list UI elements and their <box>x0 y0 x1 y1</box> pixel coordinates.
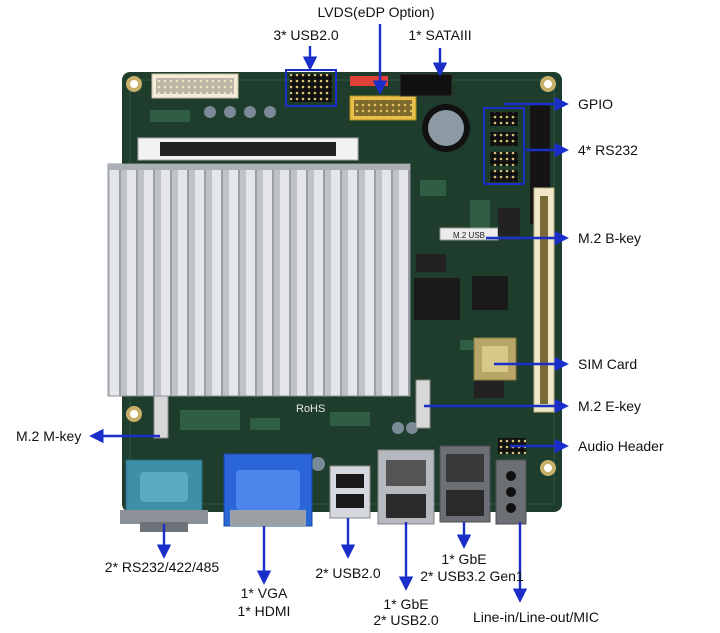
label-audio-jack: Line-in/Line-out/MIC <box>472 609 600 625</box>
callout-arrows <box>89 24 569 603</box>
label-usb-header: 3* USB2.0 <box>273 27 339 43</box>
lan-usb-stack-1 <box>377 449 435 525</box>
label-m2-bkey: M.2 B-key <box>578 230 642 246</box>
label-m2-mkey: M.2 M-key <box>16 428 82 444</box>
heatsink <box>107 163 411 397</box>
serial-port <box>120 459 208 532</box>
label-sata: 1* SATAIII <box>408 27 472 43</box>
lvds-connector <box>349 76 417 121</box>
memory-slot <box>137 137 359 161</box>
label-hdmi: 1* HDMI <box>237 603 291 619</box>
m2-bkey-slot: M.2 USB <box>439 208 520 241</box>
pcie-slot <box>533 187 555 413</box>
m2-ekey-slot <box>415 379 431 429</box>
label-m2-ekey: M.2 E-key <box>578 398 642 414</box>
cmos-battery <box>422 104 470 152</box>
label-gbe2-usb: 2* USB3.2 Gen1 <box>420 568 524 584</box>
rear-usb-port <box>329 465 371 519</box>
label-serial-port: 2* RS232/422/485 <box>104 559 220 575</box>
usb2-header <box>285 69 337 107</box>
label-audio-header: Audio Header <box>578 438 664 454</box>
sim-card-slot <box>473 337 517 381</box>
label-rear-usb: 2* USB2.0 <box>315 565 381 581</box>
label-lvds: LVDS(eDP Option) <box>317 4 435 20</box>
chipset <box>414 254 508 398</box>
label-gbe2: 1* GbE <box>441 551 487 567</box>
label-rs232: 4* RS232 <box>578 142 638 158</box>
label-vga: 1* VGA <box>240 585 288 601</box>
rohs-mark: RoHS <box>296 403 325 415</box>
sata-connector <box>399 73 453 97</box>
audio-jack <box>495 459 527 525</box>
vga-hdmi-port <box>223 453 313 527</box>
m2-usb-mark: M.2 USB <box>453 231 485 240</box>
label-gbe1: 1* GbE <box>383 596 429 612</box>
label-gbe1-usb: 2* USB2.0 <box>373 612 439 628</box>
label-sim-card: SIM Card <box>578 356 638 372</box>
label-gpio: GPIO <box>578 96 614 112</box>
m2-mkey-slot <box>153 395 169 439</box>
atx-power-connector <box>151 73 239 99</box>
lan-usb-stack-2 <box>439 445 491 523</box>
